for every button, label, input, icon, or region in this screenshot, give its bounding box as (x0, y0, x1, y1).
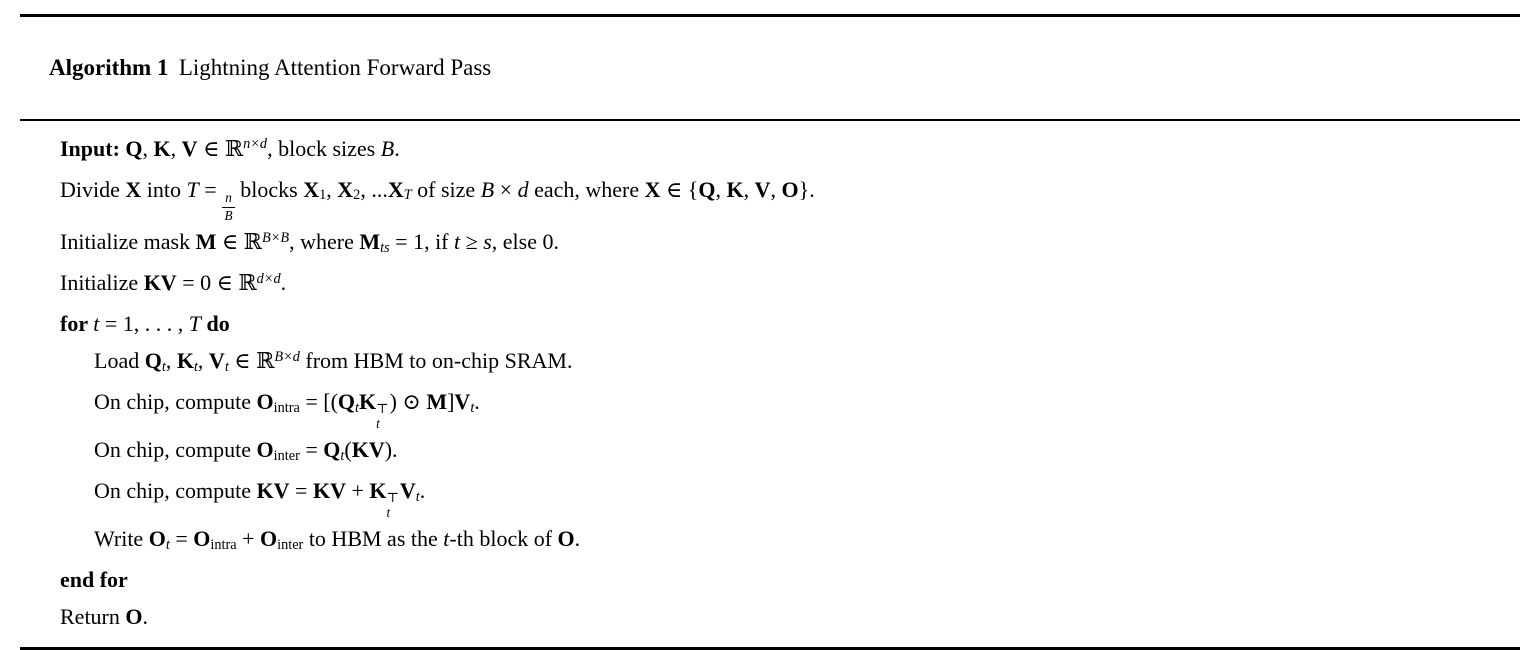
stacked-scripts: ⊤t (376, 401, 389, 431)
algorithm-line: Initialize KV = 0 ∈ ℝd×d. (60, 270, 287, 296)
algorithm-body: Input: Q, K, V ∈ ℝn×d, block sizes B. Div… (20, 121, 1520, 648)
algorithm-line: Load Qt, Kt, Vt ∈ ℝB×d from HBM to on-ch… (94, 348, 573, 376)
stacked-scripts: ⊤t (386, 490, 399, 520)
algorithm-title: Lightning Attention Forward Pass (178, 55, 492, 80)
algorithm-number: Algorithm 1 (49, 55, 169, 80)
algorithm-line: On chip, compute Ointra = [(QtK⊤t) ⊙ M]V… (94, 389, 480, 431)
algorithm-line: Input: Q, K, V ∈ ℝn×d, block sizes B. (60, 135, 400, 161)
algorithm-header: Algorithm 1 Lightning Attention Forward P… (20, 17, 1520, 119)
algorithm-line: for t = 1, . . . , T do (60, 311, 230, 337)
algorithm-line: Initialize mask M ∈ ℝB×B, where Mts = 1,… (60, 229, 559, 257)
top-rule (20, 14, 1520, 17)
algorithm-line: end for (60, 567, 128, 593)
header-rule (20, 119, 1520, 121)
algorithm-line: On chip, compute Ointer = Qt(KV). (94, 437, 398, 465)
algorithm-line: Return O. (60, 604, 149, 630)
algorithm-line: Write Ot = Ointra + Ointer to HBM as the… (94, 526, 581, 554)
algorithm-box: Algorithm 1 Lightning Attention Forward P… (20, 14, 1520, 650)
